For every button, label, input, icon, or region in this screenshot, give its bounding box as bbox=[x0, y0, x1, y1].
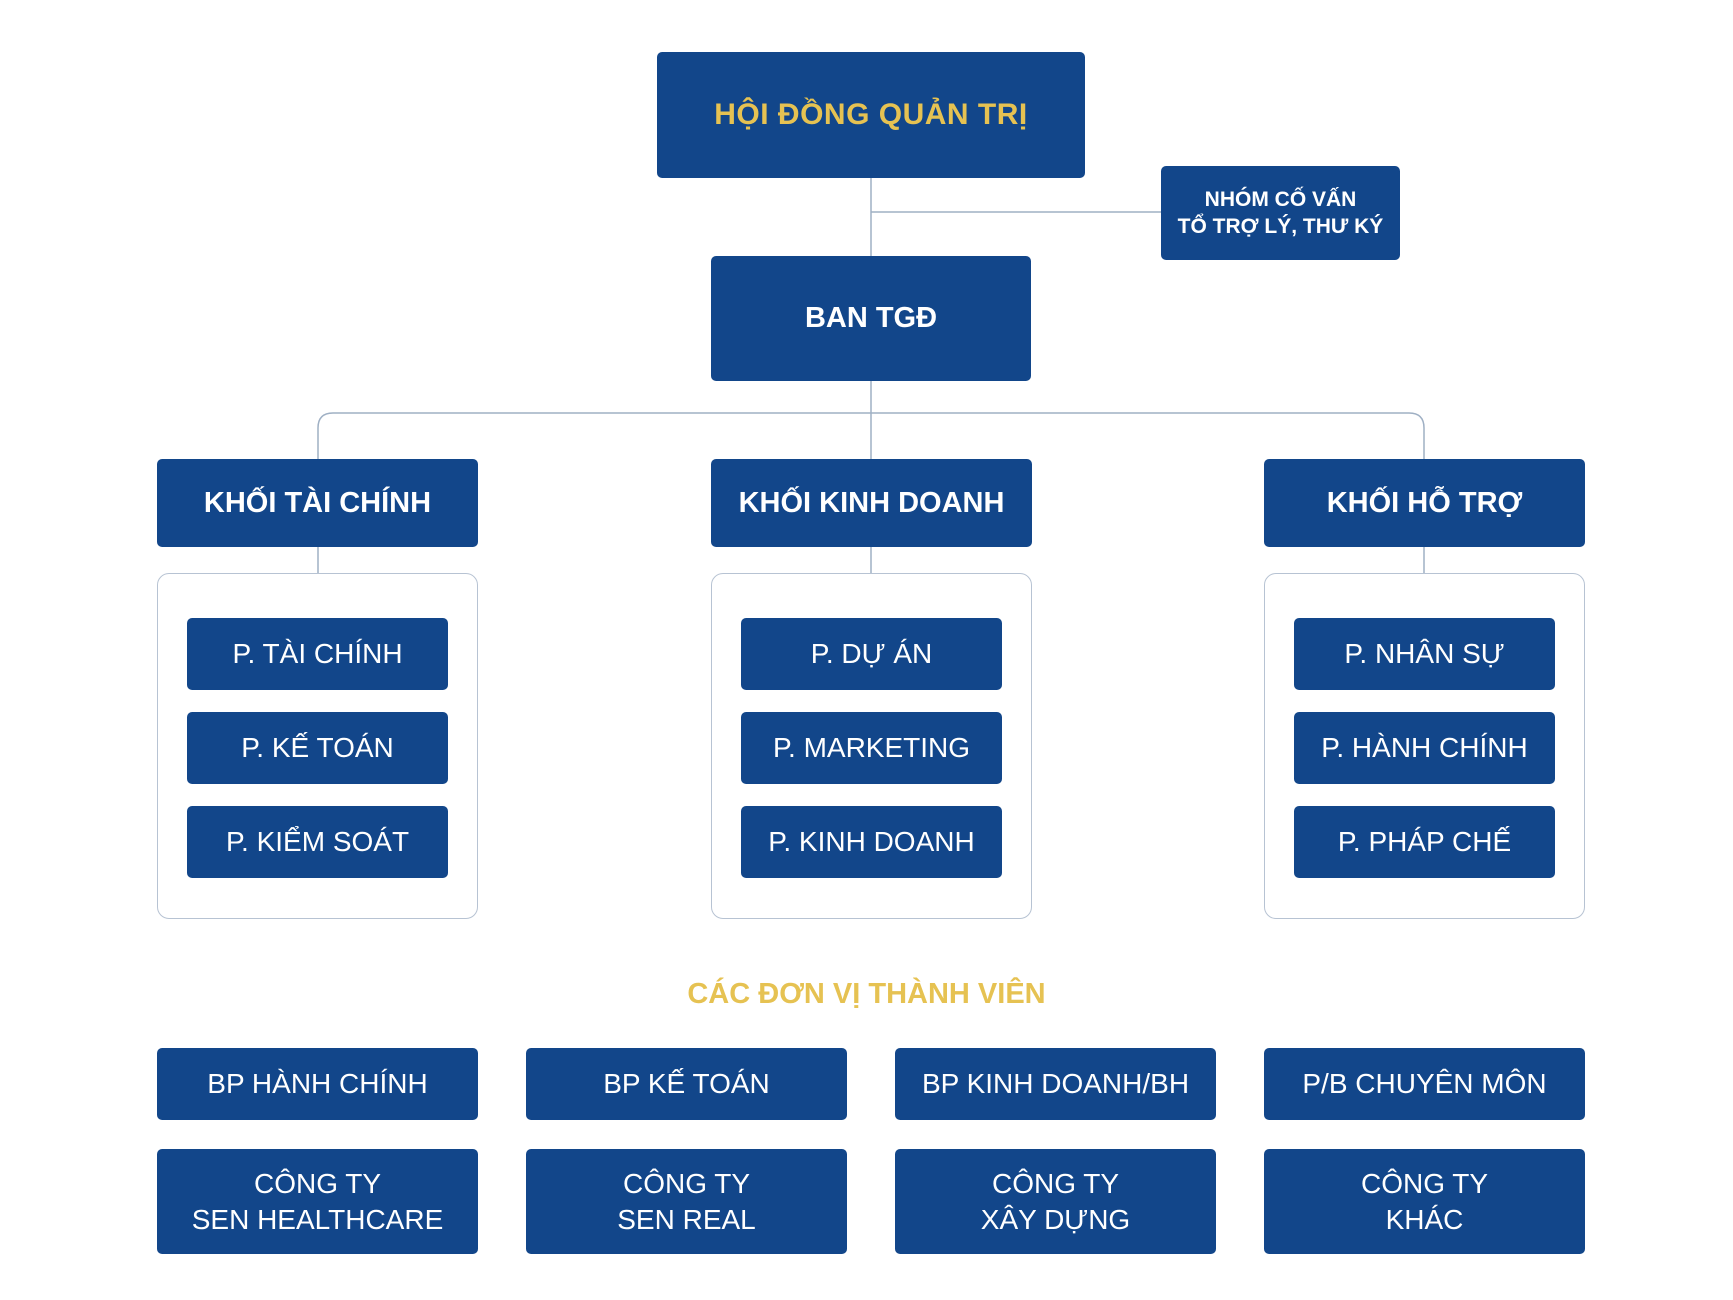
department-label: P. KINH DOANH bbox=[768, 826, 975, 857]
member-division-label: BP HÀNH CHÍNH bbox=[207, 1068, 428, 1099]
department-box: P. KINH DOANH bbox=[741, 806, 1002, 878]
ceo-box: BAN TGĐ bbox=[711, 256, 1031, 381]
block-business: KHỐI KINH DOANH bbox=[711, 459, 1032, 547]
department-box: P. HÀNH CHÍNH bbox=[1294, 712, 1555, 784]
advisors-box: NHÓM CỐ VẤN TỔ TRỢ LÝ, THƯ KÝ bbox=[1161, 166, 1400, 260]
member-division-box: P/B CHUYÊN MÔN bbox=[1264, 1048, 1585, 1120]
member-division-label: BP KẾ TOÁN bbox=[603, 1068, 770, 1099]
department-box: P. DỰ ÁN bbox=[741, 618, 1002, 690]
company-line-1: CÔNG TY bbox=[991, 1167, 1120, 1199]
department-label: P. KIỂM SOÁT bbox=[225, 826, 410, 857]
department-box: P. KẾ TOÁN bbox=[187, 712, 448, 784]
block-title: KHỐI TÀI CHÍNH bbox=[203, 486, 432, 519]
department-label: P. PHÁP CHẾ bbox=[1337, 826, 1512, 857]
department-label: P. NHÂN SỰ bbox=[1344, 638, 1505, 669]
department-label: P. MARKETING bbox=[772, 732, 971, 763]
company-line-2: SEN REAL bbox=[617, 1203, 756, 1235]
company-line-1: CÔNG TY bbox=[1360, 1167, 1489, 1199]
block-finance: KHỐI TÀI CHÍNH bbox=[157, 459, 478, 547]
block-title: KHỐI KINH DOANH bbox=[738, 486, 1005, 519]
ceo-label: BAN TGĐ bbox=[804, 302, 938, 334]
member-company-box: CÔNG TY SEN REAL bbox=[526, 1149, 847, 1254]
company-line-1: CÔNG TY bbox=[253, 1167, 382, 1199]
business-departments-group bbox=[711, 573, 1032, 919]
member-company-box: CÔNG TY XÂY DỰNG bbox=[895, 1149, 1216, 1254]
finance-departments-group bbox=[157, 573, 478, 919]
board-of-directors-box: HỘI ĐỒNG QUẢN TRỊ bbox=[657, 52, 1085, 178]
member-company-box: CÔNG TY KHÁC bbox=[1264, 1149, 1585, 1254]
company-line-2: XÂY DỰNG bbox=[980, 1203, 1131, 1235]
block-support: KHỐI HỖ TRỢ bbox=[1264, 459, 1585, 547]
member-division-box: BP KẾ TOÁN bbox=[526, 1048, 847, 1120]
department-box: P. TÀI CHÍNH bbox=[187, 618, 448, 690]
board-label: HỘI ĐỒNG QUẢN TRỊ bbox=[714, 98, 1028, 131]
company-line-2: SEN HEALTHCARE bbox=[191, 1203, 444, 1235]
department-box: P. KIỂM SOÁT bbox=[187, 806, 448, 878]
department-label: P. HÀNH CHÍNH bbox=[1321, 732, 1528, 763]
member-division-box: BP HÀNH CHÍNH bbox=[157, 1048, 478, 1120]
advisors-line-1: NHÓM CỐ VẤN bbox=[1204, 188, 1357, 211]
advisors-line-2: TỔ TRỢ LÝ, THƯ KÝ bbox=[1177, 215, 1384, 238]
company-line-1: CÔNG TY bbox=[622, 1167, 751, 1199]
department-label: P. TÀI CHÍNH bbox=[232, 638, 403, 669]
department-label: P. KẾ TOÁN bbox=[241, 732, 394, 763]
member-division-box: BP KINH DOANH/BH bbox=[895, 1048, 1216, 1120]
department-box: P. NHÂN SỰ bbox=[1294, 618, 1555, 690]
department-box: P. PHÁP CHẾ bbox=[1294, 806, 1555, 878]
department-box: P. MARKETING bbox=[741, 712, 1002, 784]
connector-branch-bar bbox=[317, 412, 1425, 459]
member-company-box: CÔNG TY SEN HEALTHCARE bbox=[157, 1149, 478, 1254]
department-label: P. DỰ ÁN bbox=[810, 638, 933, 669]
company-line-2: KHÁC bbox=[1385, 1203, 1464, 1235]
member-division-label: BP KINH DOANH/BH bbox=[921, 1068, 1190, 1099]
block-title: KHỐI HỖ TRỢ bbox=[1326, 486, 1523, 519]
support-departments-group bbox=[1264, 573, 1585, 919]
member-units-title: CÁC ĐƠN VỊ THÀNH VIÊN bbox=[687, 978, 1046, 1010]
member-division-label: P/B CHUYÊN MÔN bbox=[1302, 1068, 1547, 1099]
